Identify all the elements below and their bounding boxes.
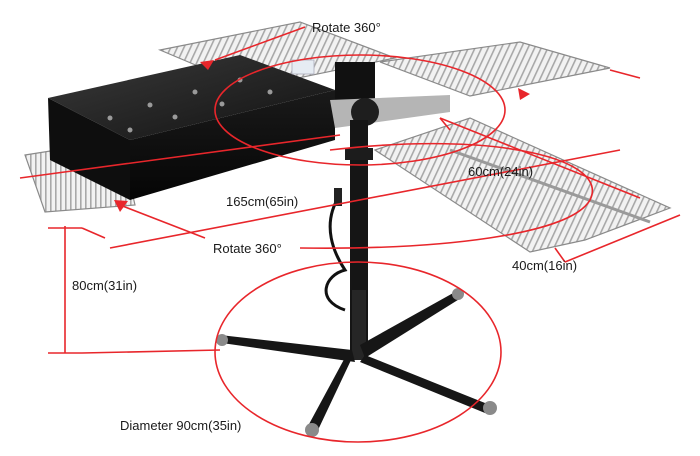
control-box — [291, 59, 450, 128]
length-165-leader — [19, 134, 341, 179]
label-length-165: 165cm(65in) — [226, 194, 298, 209]
length-165-dimension — [109, 149, 621, 249]
pallet-top-right — [379, 41, 611, 97]
rotate-bottom-leader — [119, 204, 206, 239]
annotation-lines — [19, 26, 681, 443]
label-height: 80cm(31in) — [72, 278, 137, 293]
stand-pole — [345, 120, 373, 360]
label-rotate-top: Rotate 360° — [312, 20, 381, 35]
pallet-length-dimension — [439, 117, 641, 199]
label-rotate-bottom: Rotate 360° — [213, 241, 282, 256]
rotate-top-arrowhead — [200, 60, 214, 70]
rotate-top-ellipse — [214, 54, 506, 166]
power-cord — [324, 188, 348, 312]
rotate-top-leader — [214, 26, 306, 61]
diameter-ellipse — [214, 261, 502, 443]
rotate-bottom-ellipse — [299, 142, 593, 249]
rotate-bottom-arrowhead — [518, 88, 530, 100]
label-pallet-length: 60cm(24in) — [468, 164, 533, 179]
pallet-width-dimension — [564, 214, 681, 263]
heater-box — [48, 55, 335, 200]
base-legs — [216, 288, 497, 437]
label-diameter: Diameter 90cm(35in) — [120, 418, 241, 433]
label-pallet-width: 40cm(16in) — [512, 258, 577, 273]
